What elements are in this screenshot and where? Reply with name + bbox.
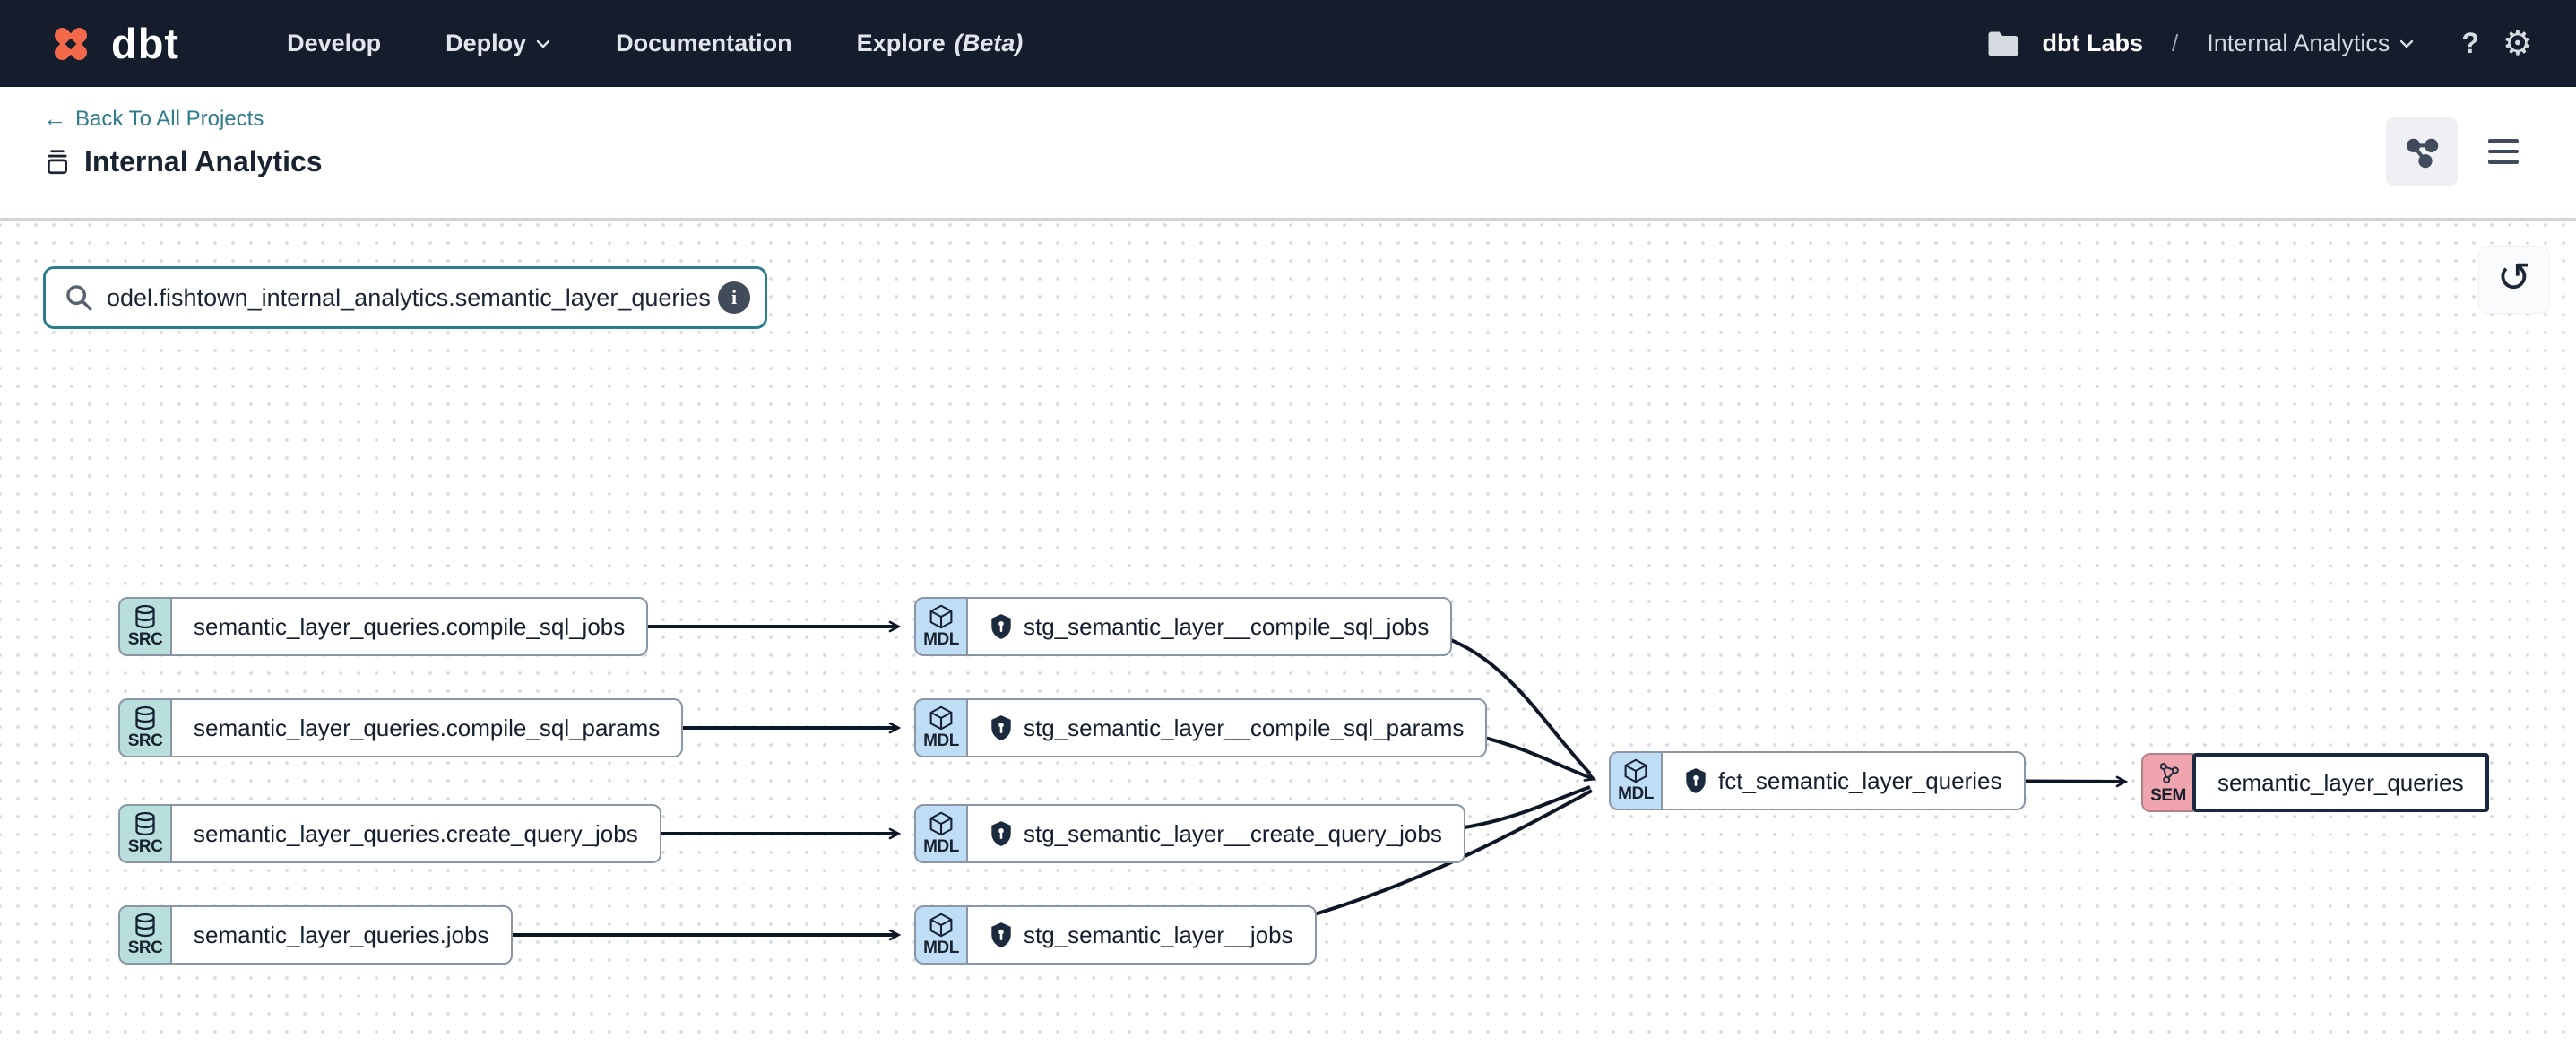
src-badge: SRC [118, 905, 170, 965]
lineage-icon [2407, 138, 2439, 169]
lineage-search-box[interactable]: odel.fishtown_internal_analytics.semanti… [43, 266, 767, 329]
node-stg-jobs[interactable]: MDL stg_semantic_layer__jobs [914, 905, 1317, 965]
hamburger-icon [2488, 139, 2519, 143]
breadcrumb-separator: / [2172, 30, 2179, 56]
src-badge: SRC [118, 597, 170, 656]
nav-right: dbt Labs / Internal Analytics ? ⚙ [1987, 27, 2533, 61]
node-stg-create-query-jobs[interactable]: MDL stg_semantic_layer__create_query_job… [914, 804, 1465, 863]
nav-item-documentation[interactable]: Documentation [616, 30, 792, 56]
contract-shield-icon [991, 614, 1011, 639]
cube-icon [929, 705, 953, 730]
src-badge: SRC [118, 698, 170, 757]
database-icon [135, 604, 155, 628]
contract-shield-icon [991, 715, 1011, 740]
node-label: fct_semantic_layer_queries [1718, 766, 2002, 794]
back-to-projects-link[interactable]: ← Back To All Projects [43, 105, 264, 132]
lineage-view-button[interactable] [2386, 117, 2458, 186]
top-navbar: dbt Develop Deploy Documentation Explore… [0, 0, 2576, 87]
database-icon [135, 913, 155, 937]
contract-shield-icon [1686, 768, 1706, 793]
dbt-logo-text: dbt [111, 20, 180, 67]
cube-icon [929, 913, 953, 937]
database-icon [135, 705, 155, 730]
project-icon [48, 149, 67, 174]
beta-tag: (Beta) [954, 30, 1024, 56]
node-label: stg_semantic_layer__create_query_jobs [1024, 819, 1442, 847]
breadcrumb-org[interactable]: dbt Labs [2042, 30, 2144, 56]
node-label: stg_semantic_layer__jobs [1024, 921, 1293, 948]
node-source-jobs[interactable]: SRC semantic_layer_queries.jobs [118, 905, 513, 965]
header-buttons [2386, 117, 2533, 186]
mdl-badge: MDL [1609, 751, 1661, 810]
mdl-badge: MDL [914, 597, 966, 656]
node-stg-compile-sql-params[interactable]: MDL stg_semantic_layer__compile_sql_para… [914, 698, 1488, 757]
mdl-badge: MDL [914, 698, 966, 757]
dbt-logo-icon [55, 27, 87, 60]
lineage-canvas[interactable]: odel.fishtown_internal_analytics.semanti… [0, 218, 2576, 1047]
node-stg-compile-sql-jobs[interactable]: MDL stg_semantic_layer__compile_sql_jobs [914, 597, 1453, 656]
database-icon [135, 811, 155, 835]
node-label: semantic_layer_queries.create_query_jobs [170, 804, 661, 863]
node-fct-semantic-layer-queries[interactable]: MDL fct_semantic_layer_queries [1609, 751, 2026, 810]
nav-items: Develop Deploy Documentation Explore (Be… [287, 30, 1023, 57]
semantic-model-icon [2159, 762, 2179, 783]
node-label: semantic_layer_queries.jobs [170, 905, 513, 965]
menu-button[interactable] [2488, 129, 2533, 174]
node-source-compile-sql-jobs[interactable]: SRC semantic_layer_queries.compile_sql_j… [118, 597, 649, 656]
search-icon [66, 285, 92, 311]
chevron-down-icon [536, 39, 550, 48]
help-icon[interactable]: ? [2461, 27, 2479, 59]
nav-item-deploy[interactable]: Deploy [445, 30, 551, 57]
node-source-create-query-jobs[interactable]: SRC semantic_layer_queries.create_query_… [118, 804, 661, 863]
nav-item-explore[interactable]: Explore (Beta) [856, 30, 1024, 56]
search-input[interactable]: odel.fishtown_internal_analytics.semanti… [107, 283, 711, 311]
node-label: semantic_layer_queries [2192, 753, 2489, 812]
cube-icon [1624, 758, 1647, 783]
title-row: Internal Analytics [43, 145, 2533, 178]
dbt-logo[interactable]: dbt [43, 16, 179, 72]
node-label: stg_semantic_layer__compile_sql_jobs [1024, 612, 1430, 640]
node-source-compile-sql-params[interactable]: SRC semantic_layer_queries.compile_sql_p… [118, 698, 684, 757]
page-title: Internal Analytics [84, 145, 323, 177]
node-semantic-layer-queries[interactable]: SEM semantic_layer_queries [2141, 753, 2489, 812]
mdl-badge: MDL [914, 905, 966, 965]
gear-icon[interactable]: ⚙ [2502, 24, 2533, 63]
info-icon[interactable]: i [718, 281, 750, 314]
nav-item-develop[interactable]: Develop [287, 30, 382, 56]
breadcrumb-project[interactable]: Internal Analytics [2207, 30, 2415, 57]
reset-view-button[interactable]: ↺ [2479, 247, 2549, 313]
sem-badge: SEM [2141, 753, 2193, 812]
folder-icon [1988, 31, 2018, 56]
mdl-badge: MDL [914, 804, 966, 863]
undo-icon: ↺ [2496, 254, 2532, 300]
node-label: semantic_layer_queries.compile_sql_jobs [170, 597, 649, 656]
back-arrow-icon: ← [43, 105, 66, 132]
cube-icon [929, 811, 953, 835]
chevron-down-icon [2400, 39, 2414, 48]
cube-icon [929, 604, 953, 628]
page-header: ← Back To All Projects Internal Analytic… [0, 87, 2576, 218]
node-label: semantic_layer_queries.compile_sql_param… [170, 698, 684, 757]
contract-shield-icon [991, 821, 1011, 846]
node-label: stg_semantic_layer__compile_sql_params [1024, 714, 1465, 741]
contract-shield-icon [991, 922, 1011, 947]
src-badge: SRC [118, 804, 170, 863]
